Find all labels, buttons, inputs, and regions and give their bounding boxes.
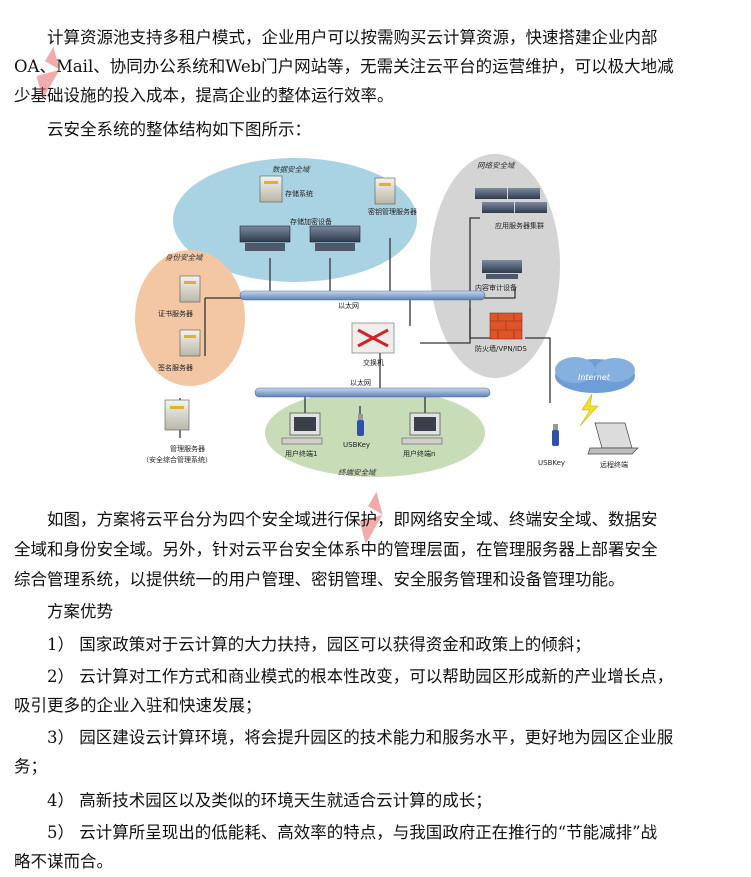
firewall-icon	[489, 312, 523, 340]
identity-zone	[135, 250, 245, 386]
cloud-security-diagram: 数据安全域 网络安全域 身份安全域 终端安全域 以太网 以太网 存储系统 密钥管…	[135, 154, 639, 477]
switch-label: 交换机	[363, 358, 384, 367]
ethernet-bus-lower	[254, 387, 491, 398]
usbkey-icon-terminal	[357, 414, 364, 436]
bus-label-upper: 以太网	[338, 301, 359, 310]
advantage-item-3-cont: 务；	[14, 757, 47, 776]
cert-server-icon	[179, 275, 201, 303]
advantage-item-3: 3） 园区建设云计算环境，将会提升园区的技术能力和服务水平，更好地为园区企业服	[47, 728, 674, 747]
intro-line-3: 少基础设施的投入成本，提高企业的整体运行效率。	[14, 86, 394, 105]
advantage-item-2: 2） 云计算对工作方式和商业模式的根本性改变，可以帮助园区形成新的产业增长点，	[47, 667, 674, 686]
identity-zone-label: 身份安全域	[165, 253, 204, 262]
diagram-caption: 云安全系统的整体结构如下图所示：	[47, 120, 311, 139]
storage-system-label: 存储系统	[285, 189, 313, 198]
mgmt-server-label: 管理服务器	[170, 444, 205, 453]
body-para-line-1: 如图，方案将云平台分为四个安全域进行保护，即网络安全域、终端安全域、数据安	[47, 510, 658, 529]
intro-line-2: OA、Mail、协同办公系统和Web门户网站等，无需关注云平台的运营维护，可以极…	[14, 57, 674, 76]
remote-terminal-label: 远程终端	[600, 460, 628, 469]
advantage-item-2-cont: 吸引更多的企业入驻和快速发展；	[14, 696, 262, 715]
internet-label: Internet	[578, 373, 611, 382]
laptop-icon	[587, 422, 639, 455]
key-server-label: 密钥管理服务器	[368, 207, 417, 216]
key-server-icon	[374, 177, 396, 205]
network-zone-label: 网络安全域	[477, 161, 516, 170]
mgmt-server-icon	[164, 399, 190, 431]
advantage-item-5: 5） 云计算所呈现出的低能耗、高效率的特点，与我国政府正在推行的“节能减排”战	[47, 823, 658, 842]
lightning-icon	[579, 393, 599, 427]
storage-encrypt-label: 存储加密设备	[290, 217, 332, 226]
advantage-item-4: 4） 高新技术园区以及类似的环境天生就适合云计算的成长；	[47, 791, 492, 810]
data-zone	[173, 158, 417, 282]
body-para-line-2: 全域和身份安全域。另外，针对云平台安全体系中的管理层面，在管理服务器上部署安全	[14, 540, 658, 559]
terminal-zone	[265, 389, 485, 477]
storage-encrypt-icon	[239, 225, 361, 251]
advantage-item-5-cont: 略不谋而合。	[14, 852, 113, 871]
cert-server-label: 证书服务器	[158, 309, 193, 318]
data-zone-label: 数据安全域	[272, 165, 311, 174]
mgmt-system-label: （安全综合管理系统）	[142, 455, 212, 464]
audit-label: 内容审计设备	[475, 283, 517, 292]
internet-cloud-icon	[555, 357, 635, 393]
sign-server-icon	[179, 329, 201, 357]
storage-system-icon	[259, 175, 283, 203]
usbkey-label-remote: USBKey	[538, 459, 565, 467]
body-para-line-3: 综合管理系统，以提供统一的用户管理、密钥管理、安全服务管理和设备管理功能。	[14, 570, 625, 589]
app-servers-label: 应用服务器集群	[495, 221, 544, 230]
user-terminal-1-icon	[281, 412, 323, 445]
user-terminal-n-label: 用户终端n	[403, 449, 435, 458]
intro-line-1: 计算资源池支持多租户模式，企业用户可以按需购买云计算资源，快速搭建企业内部	[47, 28, 658, 47]
ethernet-bus-upper	[239, 290, 486, 301]
advantage-item-1: 1） 国家政策对于云计算的大力扶持，园区可以获得资金和政策上的倾斜；	[47, 635, 591, 654]
usbkey-icon-remote	[552, 424, 559, 446]
terminal-zone-label: 终端安全域	[338, 468, 377, 477]
sign-server-label: 签名服务器	[158, 363, 193, 372]
audit-device-icon	[482, 260, 522, 279]
usbkey-label-terminal: USBKey	[343, 441, 370, 449]
user-terminal-1-label: 用户终端1	[285, 449, 317, 458]
user-terminal-n-icon	[401, 412, 443, 445]
app-server-cluster-icon	[475, 188, 547, 213]
switch-icon	[351, 322, 395, 354]
firewall-label: 防火墙/VPN/IDS	[475, 344, 527, 353]
bus-label-lower: 以太网	[350, 378, 371, 387]
advantages-title: 方案优势	[47, 602, 113, 621]
